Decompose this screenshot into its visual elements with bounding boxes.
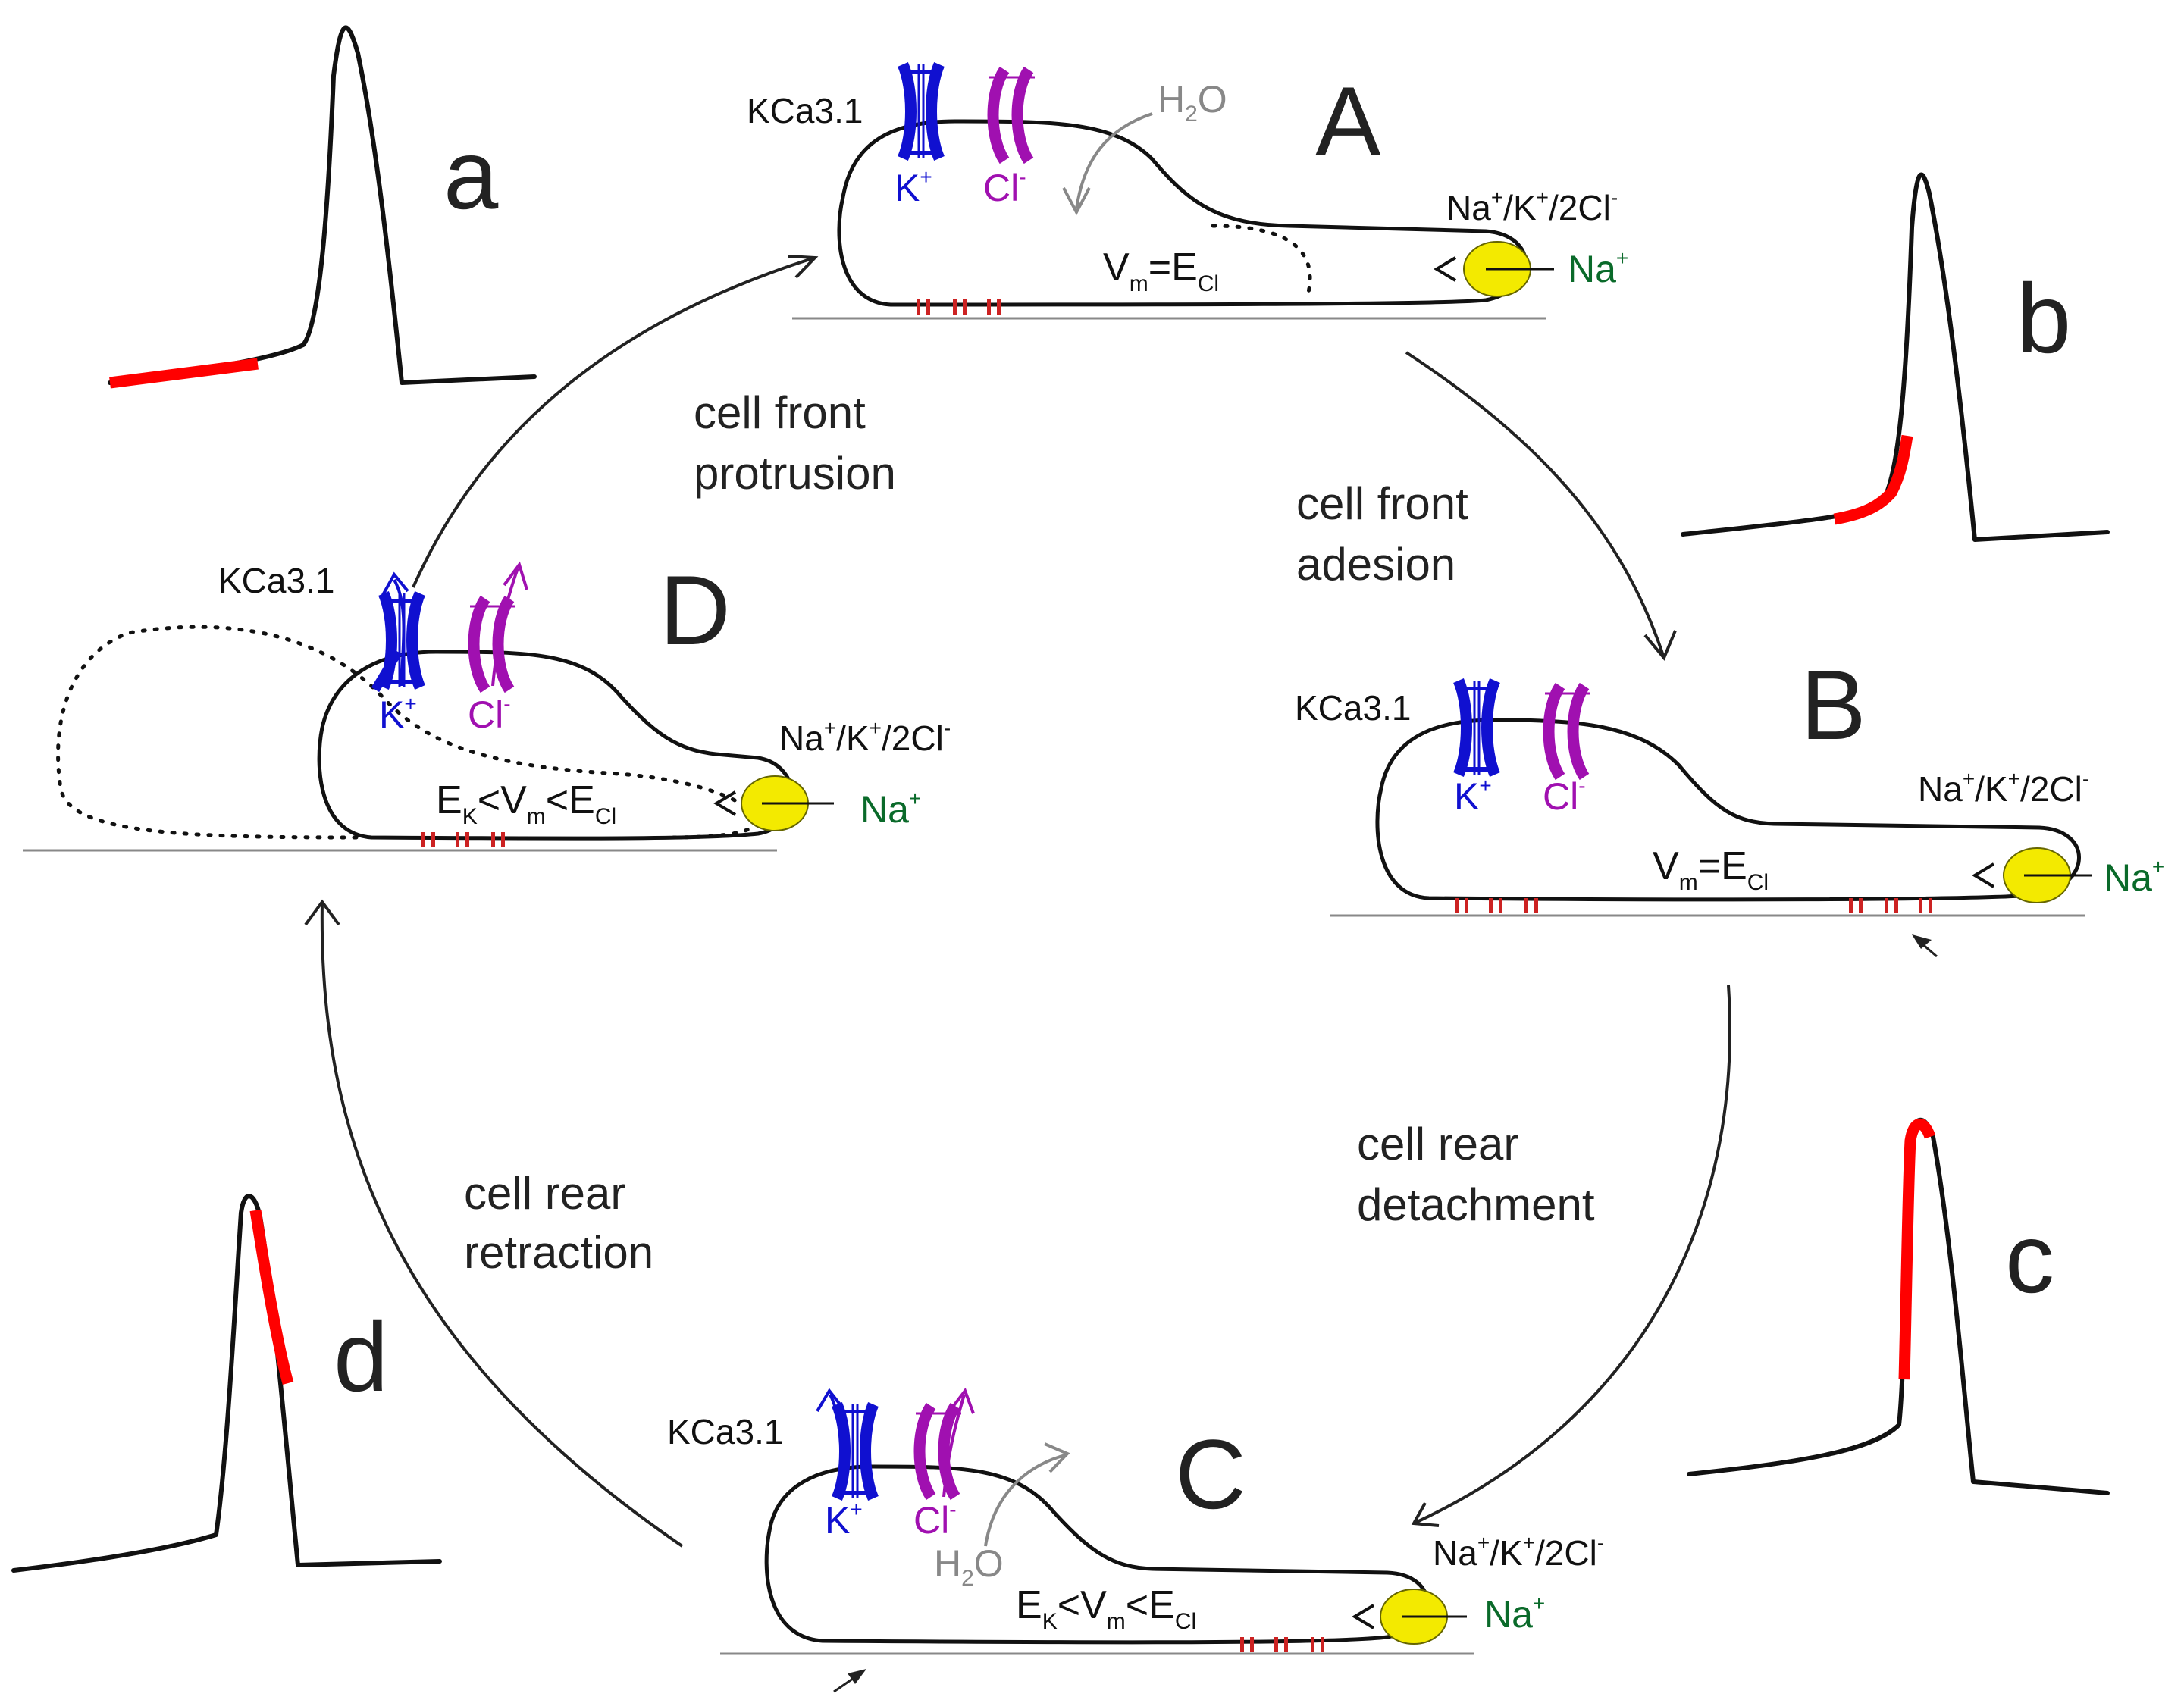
trace-label-b: b — [2016, 263, 2071, 374]
arrow-c-to-d — [304, 899, 684, 1548]
adhesion-a-3 — [987, 299, 1001, 315]
na-label-c: Na+ — [1484, 1592, 1545, 1636]
k-label-a: K+ — [895, 165, 932, 209]
membrane-potential-a: Vm=ECl — [1103, 246, 1219, 296]
water-label-c: H2O — [934, 1542, 1004, 1591]
adhesion-c-1 — [1240, 1637, 1254, 1652]
trace-b: b — [1681, 172, 2110, 542]
caption-front-protrusion: cell front protrusion — [694, 387, 896, 499]
kca-label-d: KCa3.1 — [218, 561, 334, 600]
kca-label-b: KCa3.1 — [1295, 688, 1411, 728]
trace-label-c: c — [2005, 1203, 2054, 1313]
water-label-a: H2O — [1158, 78, 1227, 127]
cl-efflux-arrow-d — [491, 568, 519, 687]
stage-label-a: A — [1315, 66, 1381, 177]
k-label-b: K+ — [1454, 774, 1492, 818]
caption-front-adhesion: cell front adesion — [1296, 478, 1481, 590]
stage-d: KCa3.1 K+ Cl- EK<Vm<ECl Na+/K+/2Cl- Na+ … — [23, 555, 951, 852]
caption-rear-retraction: cell rear retraction — [464, 1168, 653, 1278]
k-label-d: K+ — [379, 692, 417, 736]
cl-label-a: Cl- — [983, 165, 1026, 209]
trace-label-d: d — [334, 1301, 388, 1412]
trace-d: d — [11, 1194, 442, 1573]
stage-label-b: B — [1800, 650, 1866, 760]
cotransporter-label-b: Na+/K+/2Cl- — [1918, 767, 2089, 809]
cl-label-c: Cl- — [913, 1498, 957, 1542]
arrow-b-to-c — [1411, 985, 1731, 1527]
kca-label-a: KCa3.1 — [747, 91, 863, 130]
na-label-b: Na+ — [2104, 855, 2164, 899]
trace-a-line — [108, 25, 537, 385]
adhesion-c-2 — [1274, 1637, 1288, 1652]
cell-c-outline — [764, 1464, 1429, 1645]
trace-b-highlight — [1833, 434, 1913, 525]
trace-d-highlight — [249, 1209, 294, 1385]
stage-b: KCa3.1 K+ Cl- Vm=ECl Na+/K+/2Cl- Na+ B — [1295, 650, 2164, 958]
membrane-potential-d: EK<Vm<ECl — [436, 778, 616, 829]
cotransporter-label-a: Na+/K+/2Cl- — [1446, 186, 1618, 227]
membrane-potential-b: Vm=ECl — [1653, 844, 1769, 895]
k-channel-d-tilt — [371, 649, 403, 693]
cotransporter-label-d: Na+/K+/2Cl- — [779, 716, 951, 758]
trace-c: c — [1687, 1118, 2110, 1495]
stage-a: KCa3.1 K+ Cl- H2O Vm=ECl Na+/K+/2Cl- Na+… — [747, 64, 1628, 320]
water-influx-a: H2O — [1062, 78, 1227, 216]
detachment-pointer-b — [1912, 934, 1938, 958]
kca-label-c: KCa3.1 — [667, 1412, 783, 1451]
arrow-a-to-b — [1405, 351, 1677, 661]
adhesion-d-1 — [421, 832, 435, 847]
detachment-pointer-c — [833, 1669, 866, 1693]
k-efflux-arrow-c — [829, 1394, 843, 1498]
trace-a-highlight — [109, 358, 259, 389]
cl-efflux-arrow-c — [942, 1394, 966, 1498]
stage-c: KCa3.1 K+ Cl- H2O EK<Vm<ECl Na+/K+/2Cl- … — [667, 1387, 1604, 1693]
cell-a-outline — [837, 119, 1528, 307]
cell-d-old-outline — [56, 625, 760, 840]
trace-a: a — [108, 25, 537, 389]
water-efflux-c: H2O — [934, 1442, 1070, 1591]
cl-channel-c — [916, 1406, 961, 1497]
k-channel-a — [901, 64, 941, 158]
adhesion-a-1 — [917, 299, 930, 315]
cl-channel-b — [1545, 686, 1590, 777]
k-efflux-arrow-d — [393, 579, 406, 687]
cotransporter-label-c: Na+/K+/2Cl- — [1433, 1531, 1604, 1573]
stage-label-c: C — [1175, 1419, 1246, 1529]
cl-label-d: Cl- — [468, 692, 511, 736]
stage-label-d: D — [660, 555, 731, 665]
cell-a-old-front — [1211, 224, 1312, 298]
cycle-arrows — [304, 255, 1731, 1548]
arrow-d-to-a — [412, 255, 819, 588]
trace-c-highlight — [1898, 1118, 1936, 1380]
cell-d-outline — [317, 650, 794, 841]
na-label-d: Na+ — [860, 787, 921, 831]
cl-channel-a — [989, 70, 1035, 161]
adhesion-b-1 — [1455, 898, 1468, 913]
na-label-a: Na+ — [1568, 246, 1628, 290]
k-channel-b — [1457, 681, 1496, 775]
membrane-potential-c: EK<Vm<ECl — [1016, 1583, 1196, 1634]
caption-rear-detachment: cell rear detachment — [1357, 1119, 1595, 1230]
cl-label-b: Cl- — [1543, 774, 1586, 818]
k-label-c: K+ — [825, 1498, 863, 1542]
trace-label-a: a — [443, 119, 499, 230]
adhesion-b-6 — [1919, 898, 1932, 913]
adhesion-a-2 — [953, 299, 967, 315]
